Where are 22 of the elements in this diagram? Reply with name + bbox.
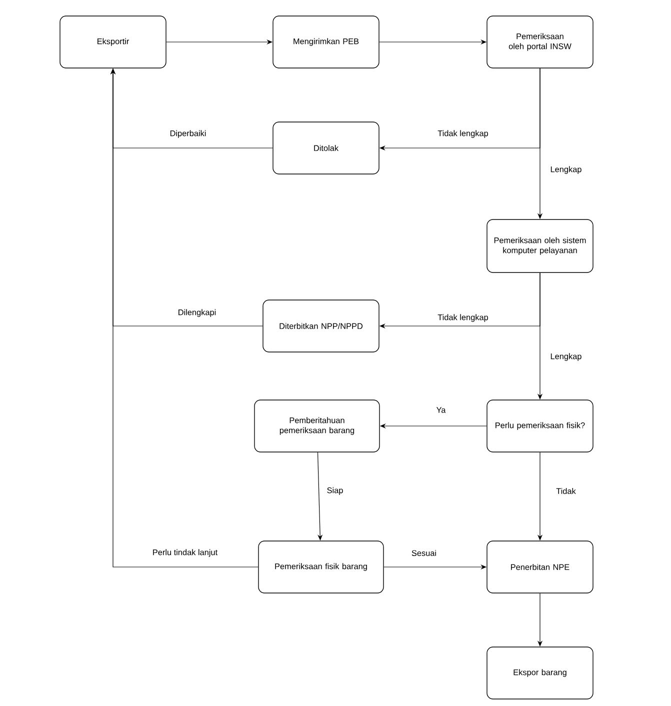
process-box: Pemberitahuan pemeriksaan barang: [254, 400, 380, 452]
edge-label: Lengkap: [550, 353, 582, 361]
process-box: Perlu pemeriksaan fisik?: [486, 400, 594, 452]
process-box: Mengirimkan PEB: [272, 16, 380, 68]
edge-label: Dilengkapi: [178, 309, 216, 317]
process-box: Ekspor barang: [486, 646, 594, 700]
edge-label: Sesuai: [412, 550, 436, 556]
process-box: Ditolak: [272, 122, 380, 174]
edge-label: Ya: [436, 407, 446, 413]
edge-label: Tidak lengkap: [438, 130, 488, 138]
edge-label: Siap: [327, 487, 343, 495]
process-box: Penerbitan NPE: [486, 540, 594, 594]
edge-label: Tidak lengkap: [438, 314, 488, 322]
edge-label: Tidak: [556, 488, 576, 494]
process-box: Pemeriksaan oleh sistem komputer pelayanan: [486, 219, 594, 273]
process-box: Pemeriksaan oleh portal INSW: [486, 16, 594, 68]
process-box: Pemeriksaan fisik barang: [258, 540, 384, 594]
edge-label: Diperbaiki: [170, 130, 206, 138]
edge-label: Perlu tindak lanjut: [153, 549, 218, 557]
edge-label: Lengkap: [550, 166, 582, 174]
process-box: Eksportir: [60, 16, 166, 68]
process-box: Diterbitkan NPP/NPPD: [262, 300, 380, 352]
